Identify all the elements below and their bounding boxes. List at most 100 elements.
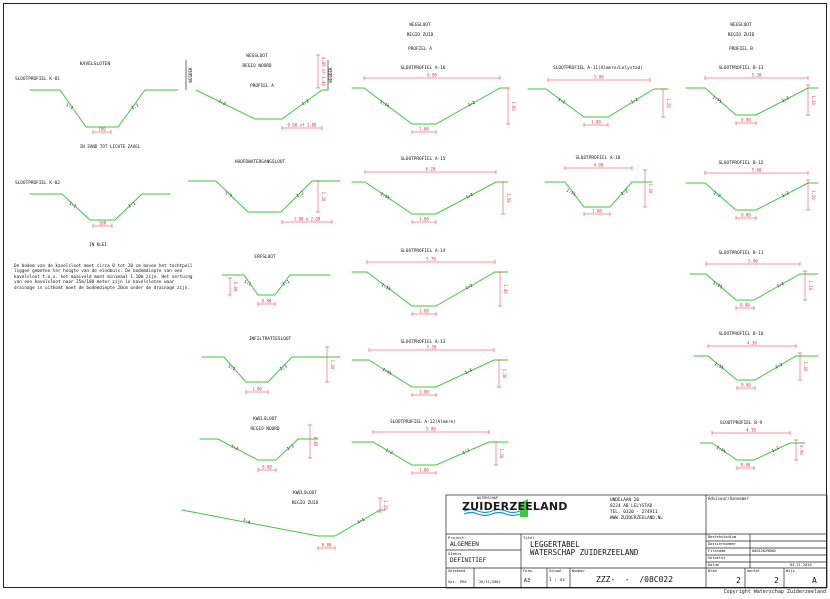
ditch-profile xyxy=(699,442,806,461)
dimension-tick xyxy=(735,215,757,221)
nummer-label: Nummer xyxy=(572,569,585,573)
dimension-tick xyxy=(707,343,797,349)
dimension-label: 1.00 xyxy=(592,209,602,214)
profile-name: SLOOTPROFIEL K-02 xyxy=(15,180,60,186)
profile-name: SLOOTPROFIEL A-16 xyxy=(401,65,446,71)
ditch-profile xyxy=(685,87,819,116)
dimension-label: 4.10 xyxy=(746,428,756,433)
field-value: 04-11-2010 xyxy=(790,563,812,567)
slope-label-right: 1:2 xyxy=(774,361,783,369)
dimension-tick xyxy=(793,439,799,461)
profile-title: PROFIEL A xyxy=(250,83,274,89)
dimension-label: 0.80 xyxy=(741,118,751,123)
dimension-label: 1.20 xyxy=(666,98,671,108)
dimension-label: 100 xyxy=(98,127,106,132)
dimension-tick xyxy=(493,441,499,466)
slope-label-left: 1:1 xyxy=(68,201,77,209)
dimension-label: 1.00 xyxy=(419,309,429,314)
dimension-label: 1.20 xyxy=(811,190,816,200)
dimension-label: 1.00 xyxy=(591,120,601,125)
slope-label-left: 1:1½ xyxy=(381,282,393,291)
profile-title: REGIO ZUID xyxy=(292,500,319,506)
dimension-tick xyxy=(324,346,330,383)
slope-label-left: 1:1½ xyxy=(380,191,392,200)
dimension-label: 6.20 xyxy=(426,167,436,172)
dimension-tick xyxy=(711,430,791,436)
formaat-label: Form. xyxy=(523,569,534,573)
blad-label: Blad xyxy=(708,569,717,573)
dimension-tick xyxy=(281,219,333,225)
dimension-label: 0.80 xyxy=(740,303,750,308)
slope-label-right: 1:1 xyxy=(356,516,365,524)
dimension-label: 5.50 xyxy=(427,345,437,350)
dimension-label: 1.10 xyxy=(808,281,813,291)
get-label: Get. xyxy=(448,580,457,584)
dimension-label: 1.30 xyxy=(502,369,507,379)
dimension-tick xyxy=(307,424,313,459)
copyright-text: Copyright Waterschap Zuiderzeeland xyxy=(723,589,826,595)
dimension-tick xyxy=(364,169,497,175)
ditch-profile xyxy=(195,89,323,120)
dimension-tick xyxy=(372,429,490,435)
dimension-label: 0.80 xyxy=(313,437,318,447)
ditch-profile xyxy=(351,271,509,307)
status-value: DEFINITIEF xyxy=(450,557,487,564)
dimension-label: 0.80 of 1.40 xyxy=(321,57,326,86)
profile-title: KWELSLOOT xyxy=(253,416,277,422)
schaal-label: Schaal xyxy=(549,569,562,573)
profile-name: SLOOTPROFIEL K-01 xyxy=(15,76,60,82)
profile-title: ERFSLOOT xyxy=(254,254,276,260)
profile-title: REGIO NOORD xyxy=(242,63,271,69)
dimension-tick xyxy=(642,169,648,208)
field-value: 00012829DWG xyxy=(752,549,776,553)
dimension-tick xyxy=(281,125,323,131)
project-label: Project xyxy=(448,535,465,540)
field-label: Bestekstadium xyxy=(708,535,737,539)
dimension-tick xyxy=(411,392,437,398)
titel-line-1: LEGGERTABEL xyxy=(530,540,580,549)
dimension-tick xyxy=(547,77,651,83)
ditch-profile xyxy=(201,356,341,383)
dimension-tick xyxy=(583,122,609,128)
profile-title: WEGSLOOT xyxy=(246,53,268,59)
slope-label-right: 1:2 xyxy=(776,280,785,288)
address-line: 8224 AB LELYSTAD xyxy=(610,504,653,509)
field-label: Getoetst xyxy=(708,556,726,560)
slope-label-left: 1:1½ xyxy=(714,361,726,370)
slope-label-left: 1:2 xyxy=(224,190,233,198)
profile-name: SLOOTPROFIEL A-12(Almere) xyxy=(390,419,456,425)
profile-group-title: KAVELSLOTEN xyxy=(80,61,111,67)
logo-small-text: WATERSCHAP xyxy=(477,496,499,500)
ditch-profile xyxy=(351,87,509,125)
dimension-label: 1.50 xyxy=(506,193,511,203)
ditch-profile xyxy=(693,355,819,381)
dimension-label: 0.80 xyxy=(233,282,238,292)
dimension-tick xyxy=(317,545,336,551)
road-label: WEGDEK xyxy=(328,67,333,83)
slope-label-right: 1:2 xyxy=(771,445,780,453)
get-date: 26/11/2007 xyxy=(479,580,501,584)
profile-title: WEGSLOOT xyxy=(409,22,431,28)
slope-label-left: 1:1½ xyxy=(382,367,394,376)
slope-label-right: 1:1 xyxy=(130,102,139,110)
profile-name: SLOOTPROFIEL B-10 xyxy=(719,331,764,337)
profile-name: SLOOTPROFIEL B-12 xyxy=(719,160,764,166)
logo-text: ZUIDERZEELAND xyxy=(462,500,568,513)
dimension-tick xyxy=(368,347,495,353)
slope-label-right: 1:2 xyxy=(464,282,473,290)
dimension-tick xyxy=(257,301,276,307)
dimension-tick xyxy=(497,271,503,307)
profile-name: SLOOTPROFIEL B-13 xyxy=(719,65,764,71)
adviseur-label: Adviseur/Aannemer xyxy=(708,496,749,501)
profile-name: SLOOTPROFIEL B-9 xyxy=(720,420,763,426)
slope-label-right: 1:2 xyxy=(295,190,304,198)
dimension-label: 1.00 xyxy=(252,387,262,392)
profile-name: SLOOTPROFIEL A-13 xyxy=(401,339,446,345)
dimension-label: 5.80 xyxy=(426,427,436,432)
profile-name: SLOOTPROFIEL B-11 xyxy=(719,250,764,256)
ditch-profile xyxy=(351,181,509,215)
dimension-tick xyxy=(805,179,811,211)
dimension-tick xyxy=(377,497,383,513)
dimension-label: 1.00 xyxy=(803,362,808,372)
dimension-label: 0.80 xyxy=(322,543,332,548)
